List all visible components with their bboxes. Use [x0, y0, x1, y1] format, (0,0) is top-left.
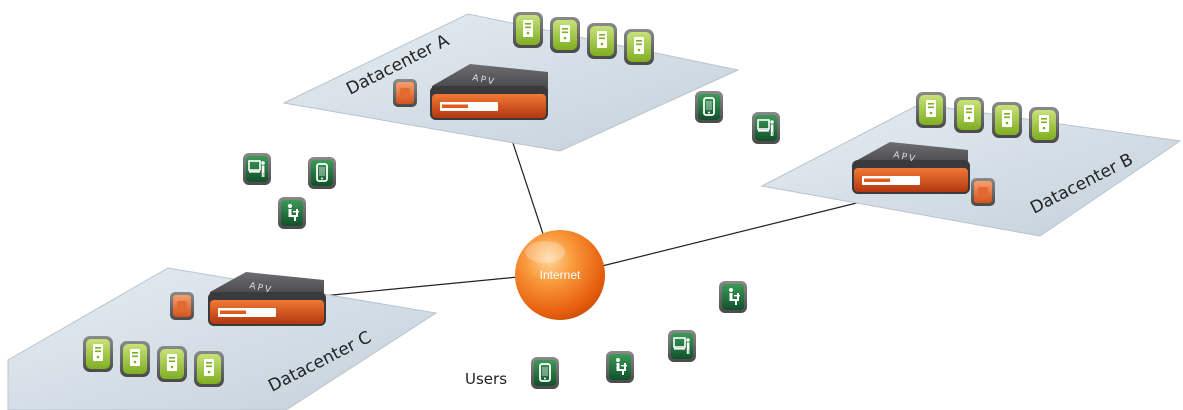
desktop-user-icon: [243, 153, 271, 185]
apv-label: APV: [892, 150, 917, 165]
apv-appliance-a: APV: [430, 64, 548, 120]
datacenter-c: APV Datacenter C: [7, 267, 438, 410]
server-icon: [916, 92, 946, 128]
mobile-phone-icon: [695, 91, 723, 123]
server-icon: [992, 102, 1022, 138]
apv-appliance-b: APV: [852, 142, 970, 194]
server-icon: [624, 29, 654, 65]
apv-label: APV: [248, 281, 273, 296]
server-icon: [1029, 107, 1059, 143]
server-icon: [157, 346, 187, 382]
link-internet-datacenter-a: [507, 127, 547, 244]
users-label: Users: [465, 370, 507, 388]
seated-user-icon: [606, 351, 634, 383]
internet-node: Internet: [515, 230, 605, 320]
server-icon: [513, 12, 543, 48]
mobile-phone-icon: [531, 357, 559, 389]
link-internet-datacenter-b: [601, 195, 886, 267]
server-icon: [954, 97, 984, 133]
datacenter-b-platform: [760, 103, 1182, 237]
apv-appliance-c: APV: [208, 272, 326, 326]
internet-label: Internet: [540, 268, 581, 282]
server-icon: [587, 23, 617, 59]
desktop-user-icon: [752, 112, 780, 144]
server-icon: [83, 336, 113, 372]
seated-user-icon: [719, 281, 747, 313]
seated-user-icon: [278, 197, 306, 229]
datacenter-c-platform: [7, 267, 438, 410]
firewall-icon: [170, 292, 194, 320]
mobile-phone-icon: [308, 157, 336, 189]
connection-lines: [321, 127, 886, 297]
internet-globe-icon: [515, 230, 605, 320]
firewall-icon: [393, 79, 417, 107]
desktop-user-icon: [668, 330, 696, 362]
datacenter-b: APV Datacenter B: [760, 92, 1182, 237]
server-icon: [194, 351, 224, 387]
link-internet-datacenter-c: [321, 276, 519, 297]
server-icon: [550, 17, 580, 53]
datacenter-a: APV Datacenter A: [282, 12, 740, 152]
firewall-icon: [971, 178, 995, 206]
apv-label: APV: [471, 73, 496, 88]
server-icon: [120, 341, 150, 377]
